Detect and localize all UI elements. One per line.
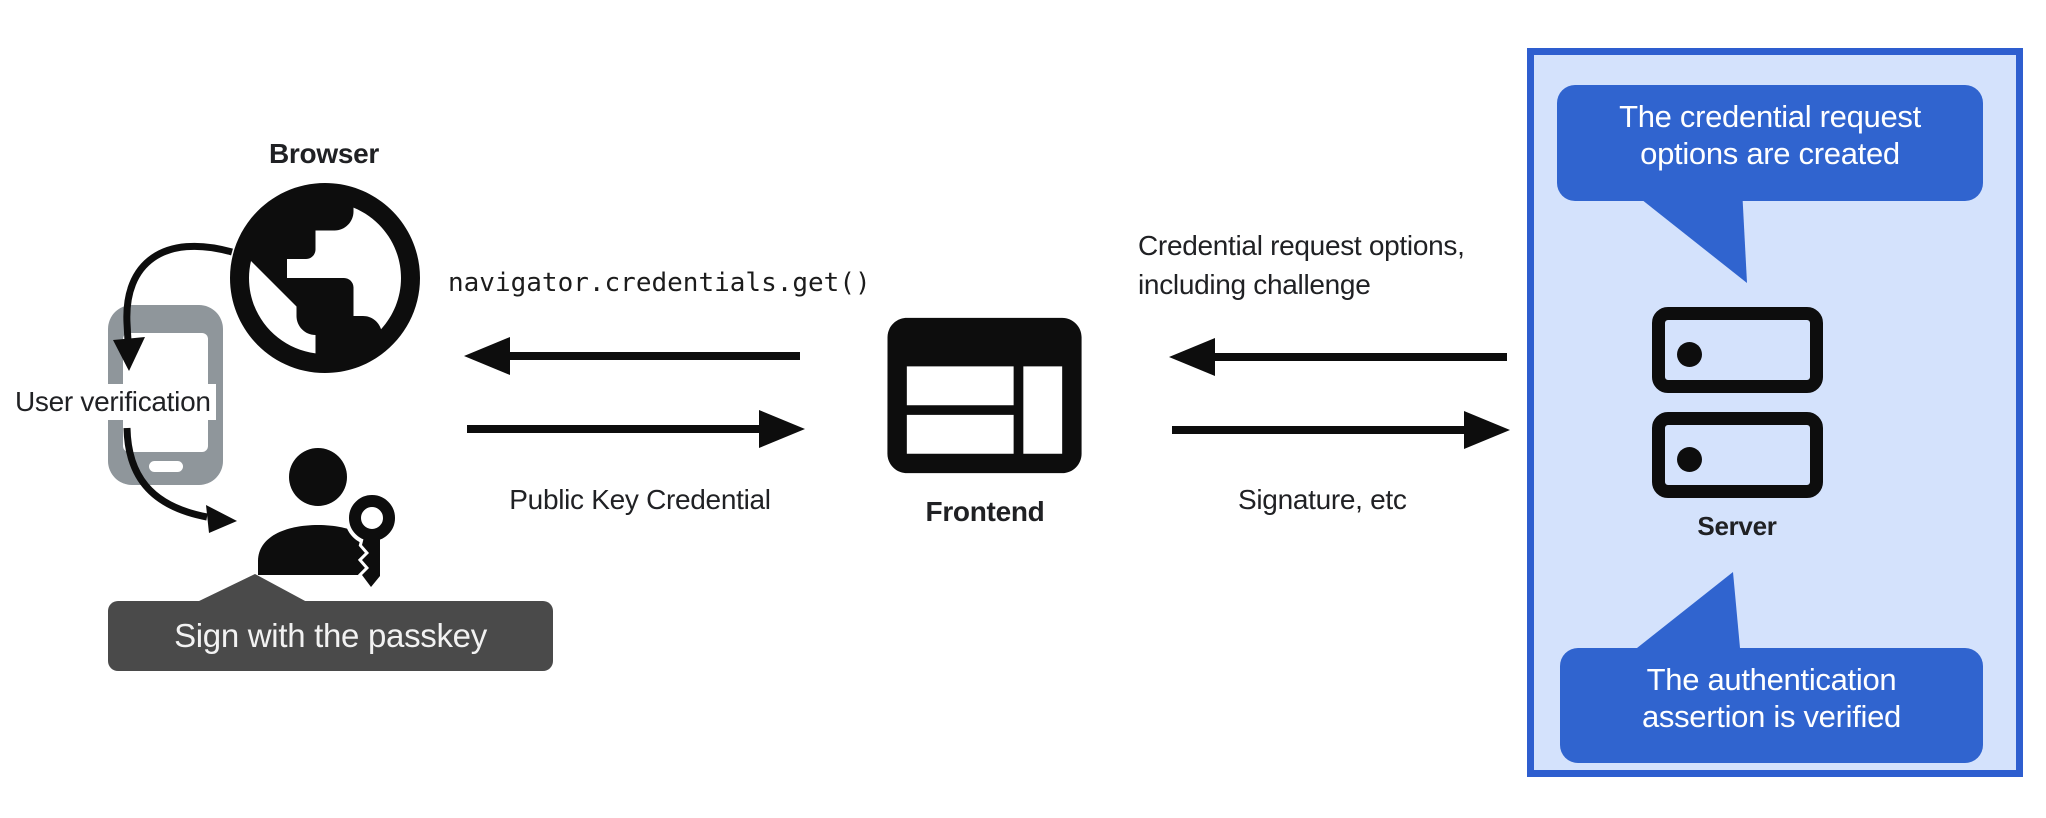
signature-label: Signature, etc — [1238, 484, 1407, 515]
browser-globe-icon — [230, 183, 420, 373]
bubble-top-tail — [1627, 188, 1747, 283]
frontend-label: Frontend — [925, 496, 1045, 527]
bubble-credential-request-created: The credential request options are creat… — [1557, 85, 1983, 201]
arrow-frontend-to-browser-icon — [464, 337, 800, 375]
bubble-assertion-verified: The authentication assertion is verified — [1560, 648, 1983, 763]
user-verification-label: User verification — [10, 384, 216, 420]
server-rack-icon — [1652, 307, 1823, 393]
server-rack-led — [1677, 342, 1702, 367]
frontend-browser-arrows — [464, 337, 805, 448]
credential-request-options-line2: including challenge — [1138, 269, 1371, 300]
bubble-bottom-line2: assertion is verified — [1641, 699, 1902, 734]
passkey-badge-label: Sign with the passkey — [174, 617, 487, 654]
credential-request-options-line1: Credential request options, — [1138, 230, 1465, 261]
server-label: Server — [1697, 511, 1777, 541]
passkey-badge-pointer — [197, 574, 307, 602]
server-rack-led — [1677, 447, 1702, 472]
passkey-badge: Sign with the passkey — [108, 601, 553, 671]
bubble-top-line2: options are created — [1640, 136, 1900, 171]
arrow-phone-to-user-icon — [123, 427, 237, 533]
public-key-credential-label: Public Key Credential — [509, 484, 771, 515]
bubble-bottom-line1: The authentication — [1646, 662, 1897, 697]
server-rack-icon — [1652, 412, 1823, 498]
frontend-window-icon — [887, 317, 1082, 474]
passkey-key-icon — [345, 491, 399, 592]
arrow-browser-to-frontend-icon — [467, 410, 805, 448]
arrow-server-to-frontend-icon — [1169, 338, 1507, 376]
bubble-top-line1: The credential request — [1619, 99, 1921, 134]
phone-home-bar — [149, 461, 183, 472]
frontend-server-arrows — [1169, 338, 1510, 449]
arrow-frontend-to-server-icon — [1172, 411, 1510, 449]
user-icon — [258, 448, 378, 575]
browser-label: Browser — [269, 138, 379, 169]
arrow-browser-to-phone-icon — [113, 242, 233, 371]
credential-request-options-label: Credential request options, including ch… — [1138, 226, 1465, 304]
navigator-credentials-get-label: navigator.credentials.get() — [448, 268, 871, 298]
bubble-bottom-tail — [1637, 572, 1740, 648]
